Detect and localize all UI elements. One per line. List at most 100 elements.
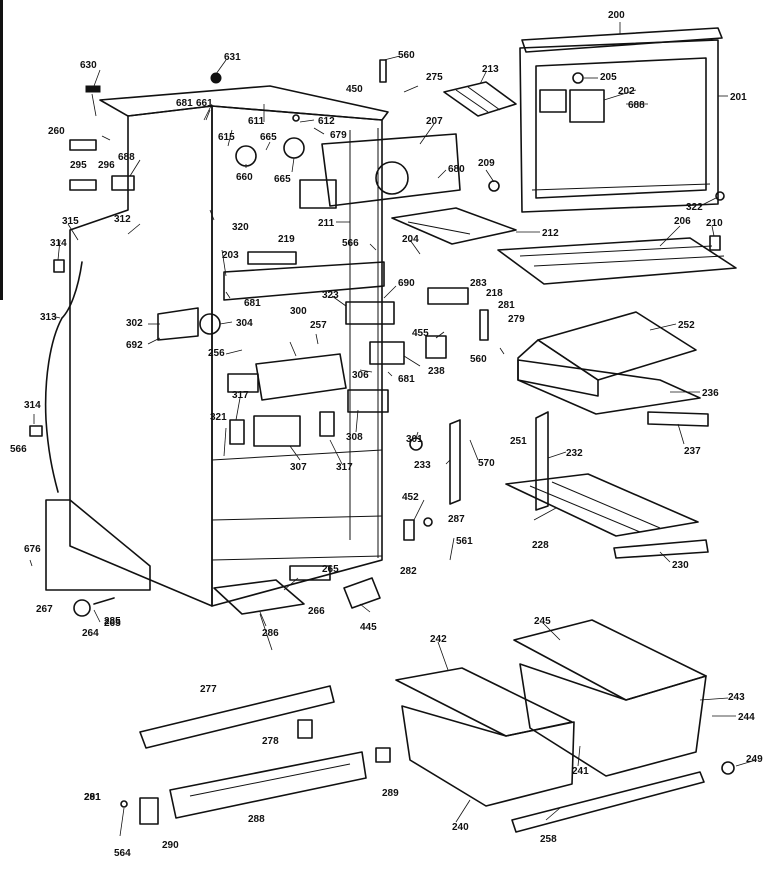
callout-566-top: 566 [342,238,359,249]
control-housing-306 [227,353,347,401]
callout-611: 611 [248,116,265,127]
rail-230 [613,539,709,559]
callout-236: 236 [702,388,719,399]
mullion-203 [223,261,385,301]
callout-237: 237 [684,446,701,457]
callout-260: 260 [48,126,65,137]
callout-304: 304 [236,318,253,329]
callout-681-a: 681 [244,298,261,309]
callout-238: 238 [428,366,445,377]
callout-289: 289 [382,788,399,799]
callout-264: 264 [82,628,99,639]
ice-tray-213 [443,81,517,117]
callout-251: 251 [510,436,527,447]
callout-243: 243 [728,692,745,703]
callout-278: 278 [262,736,279,747]
callout-265-top: 265 [322,564,339,575]
callout-258: 258 [540,834,557,845]
callout-314-top: 314 [50,238,67,249]
callout-230: 230 [672,560,689,571]
callout-295: 295 [70,160,87,171]
shelf-bracket-233 [449,419,461,505]
rail-277 [139,685,335,749]
callout-279: 279 [508,314,525,325]
callout-312: 312 [114,214,131,225]
callout-560-mid: 560 [470,354,487,365]
callout-681-b: 681 [398,374,415,385]
callout-323: 323 [322,290,339,301]
scan-edge-bar [0,0,3,300]
callout-232: 232 [566,448,583,459]
callout-561: 561 [456,536,473,547]
callout-204: 204 [402,234,419,245]
callout-281-top: 281 [498,300,515,311]
drain-pan-445 [343,577,381,609]
callout-209: 209 [478,158,495,169]
callout-302: 302 [126,318,143,329]
callout-202: 202 [618,86,635,97]
callout-612: 612 [318,116,335,127]
callout-630: 630 [80,60,97,71]
callout-660: 660 [236,172,253,183]
freezer-door-201 [519,39,719,213]
callout-314-bottom: 314 [24,400,41,411]
callout-317-right: 317 [336,462,353,473]
callout-275: 275 [426,72,443,83]
callout-218: 218 [486,288,503,299]
callout-615: 615 [218,132,235,143]
callout-680: 680 [448,164,465,175]
back-panel-267 [45,499,151,591]
callout-452: 452 [402,492,419,503]
crisper-drawer-242 [395,667,575,807]
callout-445: 445 [360,622,377,633]
callout-249: 249 [746,754,763,765]
callout-265-bottom: 265 [104,618,121,629]
callout-287: 287 [448,514,465,525]
callout-labels: 200 201 202 203 204 205 206 207 209 210 … [10,10,763,859]
callout-665-a: 665 [260,132,277,143]
leader-lines [29,22,757,837]
hardware-bits [29,59,735,825]
callout-661: 661 [196,98,213,109]
callout-206: 206 [674,216,691,227]
callout-690: 690 [398,278,415,289]
callout-676: 676 [24,544,41,555]
evaporator-cover-207 [299,133,461,209]
callout-291: 291 [84,792,101,803]
callout-201: 201 [730,92,747,103]
callout-665-b: 665 [274,174,291,185]
callout-241: 241 [572,766,589,777]
callout-288: 288 [248,814,265,825]
callout-679: 679 [330,130,347,141]
callout-200: 200 [608,10,625,21]
callout-450: 450 [346,84,363,95]
hinge-302 [157,307,221,341]
callout-631: 631 [224,52,241,63]
callout-290: 290 [162,840,179,851]
base-cover-266 [213,579,305,615]
callout-306: 306 [352,370,369,381]
callout-281-bottom: 281 [84,792,101,803]
callout-266-a: 266 [308,606,325,617]
callout-564: 564 [114,848,131,859]
callout-266-b: 286 [262,628,279,639]
callout-228: 228 [532,540,549,551]
callout-315: 315 [62,216,79,227]
callout-317-left: 317 [232,390,249,401]
callout-244: 244 [738,712,755,723]
shelf-bracket-232 [535,411,549,511]
callout-256: 256 [208,348,225,359]
callout-692: 692 [126,340,143,351]
callout-210: 210 [706,218,723,229]
callout-300: 300 [290,306,307,317]
callout-277: 277 [200,684,217,695]
callout-212: 212 [542,228,559,239]
drain-tube-313 [44,261,83,493]
callout-320: 320 [232,222,249,233]
callout-313: 313 [40,312,57,323]
leveling-roller-264 [73,597,115,617]
callout-307: 307 [290,462,307,473]
ice-tray-shelf-212 [391,207,517,245]
